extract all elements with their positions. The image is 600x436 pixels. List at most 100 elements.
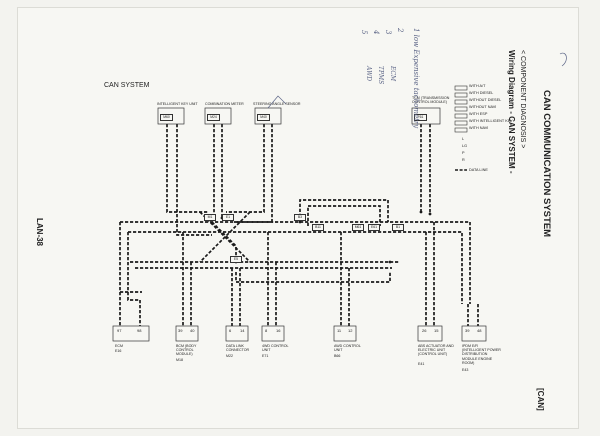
bus-upper-1 bbox=[120, 221, 471, 304]
legend-item: WITHOUT DIESEL bbox=[469, 98, 502, 102]
conn-label: M40 bbox=[257, 114, 270, 121]
unit-box-4wd bbox=[261, 325, 285, 342]
subtitle-component: < COMPONENT DIAGNOSIS > bbox=[519, 50, 526, 149]
legend-item: WITH INTELLIGENT KEY bbox=[469, 119, 513, 123]
pin-number: 40 bbox=[190, 328, 195, 333]
bus-bottom bbox=[235, 272, 391, 283]
section-title: CAN SYSTEM bbox=[104, 82, 150, 89]
pin-number: 48 bbox=[477, 328, 482, 333]
wire-sas-r bbox=[234, 124, 273, 223]
pin-number: 12 bbox=[348, 328, 353, 333]
legend-box bbox=[454, 85, 468, 91]
conn-label: M24 bbox=[207, 114, 220, 121]
unit-box-abs bbox=[417, 325, 443, 342]
unit-label-intelligent-key: INTELLIGENT KEY UNIT bbox=[157, 102, 198, 106]
legend-item: L bbox=[462, 137, 465, 141]
junction-dot bbox=[388, 260, 392, 264]
bus-upper-2 bbox=[128, 231, 463, 304]
unit-conn-ecm: E16 bbox=[115, 349, 122, 353]
handwritten-note: 3 bbox=[384, 30, 392, 35]
handwritten-note: AWD bbox=[365, 66, 372, 82]
handwritten-note: 2 bbox=[396, 28, 404, 33]
legend-item: WITH NAVI bbox=[469, 126, 489, 130]
bus-top-loop bbox=[299, 199, 389, 222]
legend-item: R bbox=[462, 158, 465, 162]
pin-number: 8 bbox=[265, 328, 268, 333]
wire-ecm-r bbox=[127, 232, 141, 326]
inline-connector: M1 bbox=[204, 214, 216, 221]
conn-label: M60 bbox=[160, 114, 173, 121]
cross-2 bbox=[199, 211, 251, 263]
pin-number: 14 bbox=[240, 328, 245, 333]
bracket-tag: [CAN] bbox=[536, 388, 545, 411]
legend-box bbox=[454, 113, 468, 119]
inline-connector: B1 bbox=[392, 224, 404, 231]
inline-connector: E5 bbox=[230, 256, 242, 263]
inline-connector: E61 bbox=[368, 224, 380, 231]
unit-label-4wd: 4WD CONTROL UNIT bbox=[262, 344, 289, 353]
pin-number: 39 bbox=[465, 328, 470, 333]
conn-label: F61 bbox=[414, 114, 427, 121]
legend-box bbox=[454, 106, 468, 112]
unit-label-meter: COMBINATION METER bbox=[205, 102, 244, 106]
junction-dot bbox=[428, 212, 432, 216]
unit-label-tcm: TCM (TRANSMISSION CONTROL MODULE) bbox=[412, 96, 450, 105]
pin-number: 11 bbox=[337, 328, 342, 333]
unit-conn-bcm: M18 bbox=[176, 358, 183, 362]
unit-box-awd bbox=[333, 325, 357, 342]
subtitle-wiring: Wiring Diagram - CAN SYSTEM - bbox=[507, 50, 516, 174]
unit-label-abs: ABS ACTUATOR AND ELECTRIC UNIT (CONTROL … bbox=[418, 344, 454, 357]
legend-item: DATA LINE bbox=[469, 168, 488, 172]
handwritten-note: ECM bbox=[389, 66, 396, 82]
inline-connector: E1 bbox=[222, 214, 234, 221]
unit-conn-dlc: M22 bbox=[226, 354, 233, 358]
pin-number: 98 bbox=[137, 328, 142, 333]
unit-conn-awd: B66 bbox=[334, 354, 341, 358]
legend-box bbox=[454, 92, 468, 98]
unit-box-ecm bbox=[112, 325, 150, 342]
unit-label-sas: STEERING ANGLE SENSOR bbox=[253, 102, 301, 106]
legend-item: WITH DIESEL bbox=[469, 91, 494, 95]
unit-conn-ipdm: E43 bbox=[462, 368, 469, 372]
unit-box-bcm bbox=[175, 325, 199, 342]
hand-stroke bbox=[559, 52, 567, 67]
legend-item: P bbox=[462, 151, 465, 155]
inline-connector: B11 bbox=[312, 224, 324, 231]
page-number: LAN-38 bbox=[35, 218, 44, 247]
wire-intelligent-key-l bbox=[166, 124, 208, 213]
handwritten-note: TPMS bbox=[377, 66, 384, 85]
pin-number: 16 bbox=[276, 328, 281, 333]
main-title: CAN COMMUNICATION SYSTEM bbox=[541, 90, 552, 238]
junction-dot bbox=[298, 220, 302, 224]
pin-number: 39 bbox=[178, 328, 183, 333]
unit-label-ipdm: IPDM E/R (INTELLIGENT POWER DISTRIBUTION… bbox=[462, 344, 501, 365]
unit-label-dlc: DATA LINK CONNECTOR bbox=[226, 344, 250, 353]
unit-conn-abs: E41 bbox=[418, 362, 425, 366]
legend-item: WITH ESP bbox=[469, 112, 488, 116]
unit-box-dlc bbox=[225, 325, 249, 342]
unit-box-ipdm bbox=[461, 325, 487, 342]
wire-intelligent-key-r bbox=[176, 124, 212, 236]
handwritten-note: 1 low Expensive tachometry bbox=[412, 28, 420, 129]
legend-box bbox=[454, 99, 468, 105]
unit-conn-4wd: E71 bbox=[262, 354, 269, 358]
hand-stroke bbox=[267, 95, 287, 109]
junction-dot bbox=[419, 210, 423, 214]
pin-number: 15 bbox=[434, 328, 439, 333]
handwritten-note: 4 bbox=[372, 30, 380, 35]
legend-box bbox=[454, 127, 468, 133]
legend-box bbox=[454, 120, 468, 126]
legend-item: WITHOUT NAVI bbox=[469, 105, 497, 109]
legend-item: WITH A/T bbox=[469, 84, 486, 88]
cross-3 bbox=[211, 221, 237, 262]
wire-sas-l bbox=[226, 124, 265, 213]
pin-number: 26 bbox=[422, 328, 427, 333]
inline-connector: B3 bbox=[294, 214, 306, 221]
unit-label-ecm: ECM bbox=[115, 344, 123, 348]
inline-connector: M61 bbox=[352, 224, 364, 231]
handwritten-note: 5 bbox=[360, 30, 368, 35]
legend-item: LG bbox=[462, 144, 468, 148]
pin-number: 97 bbox=[117, 328, 122, 333]
